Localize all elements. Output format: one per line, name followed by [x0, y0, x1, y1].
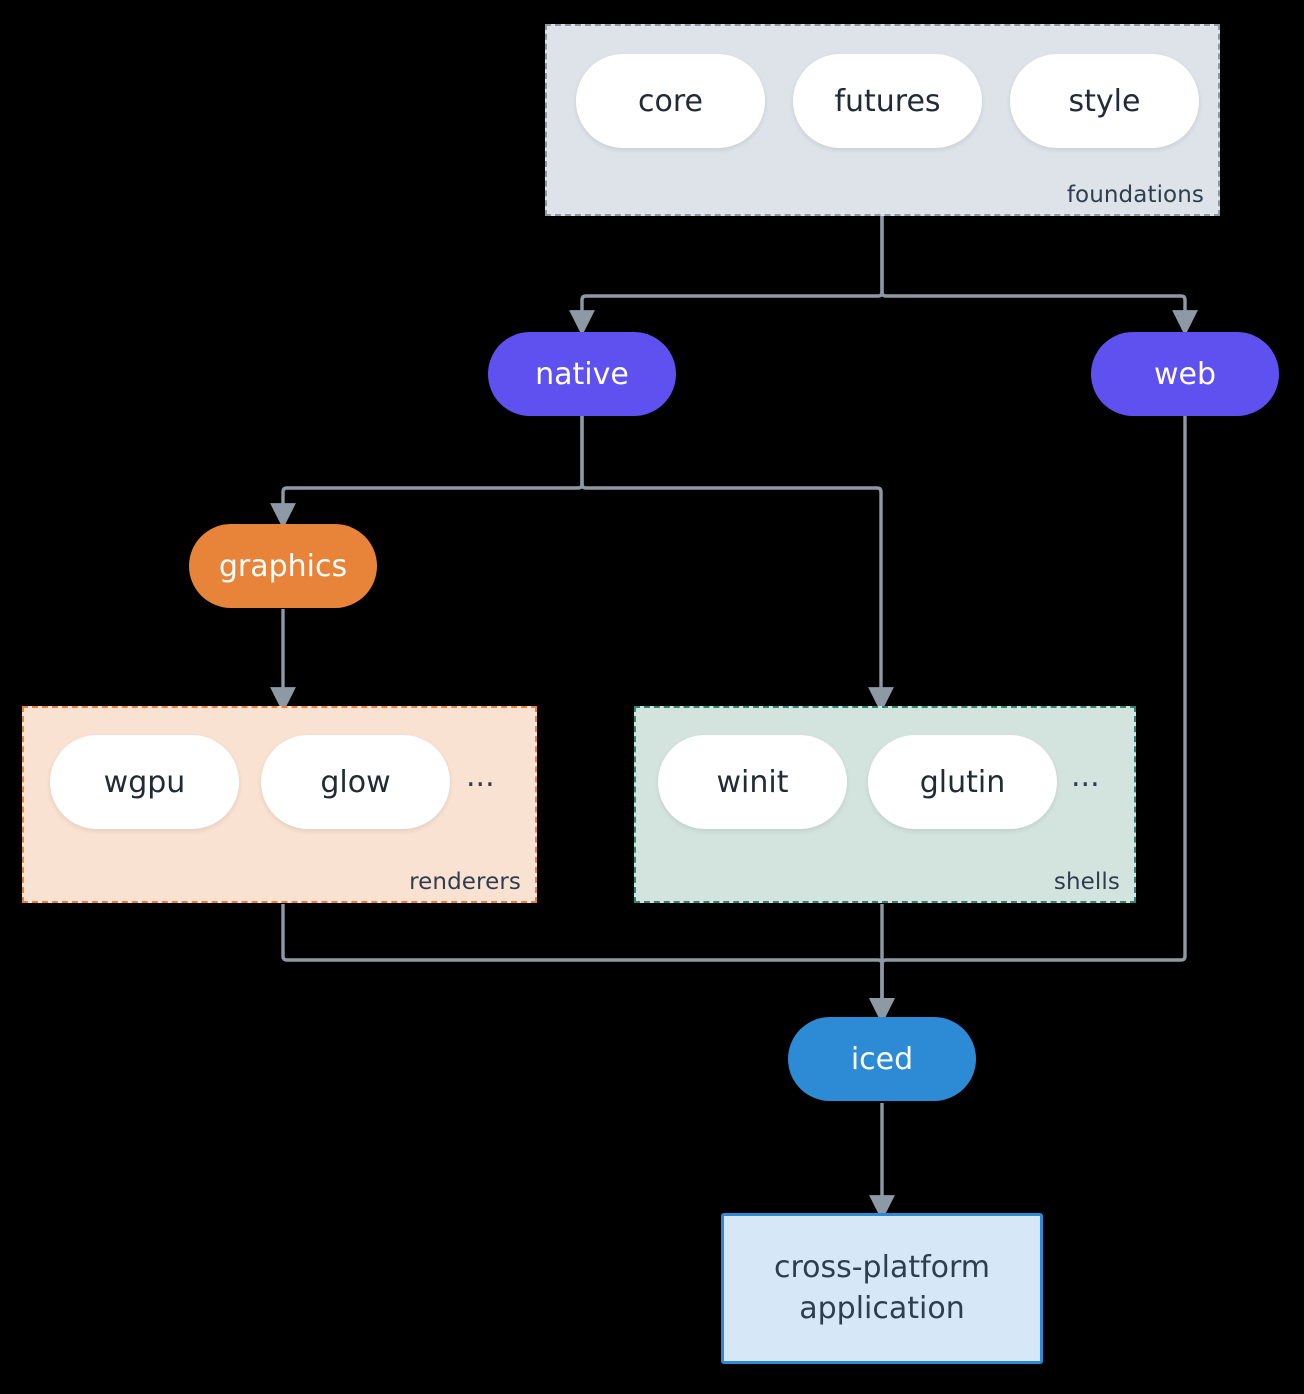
application-label-line1: cross-platform	[773, 1250, 991, 1285]
pill-futures[interactable]: futures	[793, 54, 982, 148]
pill-wgpu[interactable]: wgpu	[50, 735, 239, 829]
group-shells: winit glutin ... shells	[634, 706, 1136, 903]
pill-glow-label: glow	[320, 764, 391, 800]
renderers-pill-row: wgpu glow ...	[50, 735, 495, 829]
node-cross-platform-application[interactable]: cross-platform application	[721, 1213, 1043, 1364]
edge-foundations-to-native	[569, 216, 884, 336]
node-iced[interactable]: iced	[788, 1017, 976, 1101]
node-native-label: native	[535, 356, 629, 392]
node-iced-label: iced	[850, 1041, 914, 1077]
node-native[interactable]: native	[488, 332, 676, 416]
node-web[interactable]: web	[1091, 332, 1279, 416]
edge-native-to-shells	[580, 415, 894, 713]
pill-style-label: style	[1068, 83, 1141, 119]
pill-core[interactable]: core	[576, 54, 765, 148]
pill-winit-label: winit	[716, 764, 789, 800]
edge-foundations-to-web	[880, 216, 1198, 336]
group-label-renderers: renderers	[409, 869, 521, 895]
pill-glutin-label: glutin	[919, 764, 1006, 800]
pill-core-label: core	[638, 83, 703, 119]
group-renderers: wgpu glow ... renderers	[22, 706, 537, 903]
pill-futures-label: futures	[834, 83, 941, 119]
pill-glow[interactable]: glow	[261, 735, 450, 829]
renderers-more-ellipsis: ...	[466, 759, 495, 794]
node-graphics-label: graphics	[218, 548, 348, 584]
group-label-foundations: foundations	[1066, 182, 1204, 208]
foundations-pill-row: core futures style	[576, 54, 1199, 148]
application-label-line2: application	[799, 1290, 965, 1326]
group-foundations: core futures style foundations	[545, 24, 1220, 216]
edge-native-to-graphics	[270, 415, 584, 529]
node-graphics[interactable]: graphics	[189, 524, 377, 608]
pill-style[interactable]: style	[1010, 54, 1199, 148]
shells-more-ellipsis: ...	[1071, 759, 1100, 794]
edge-renderers-to-iced	[281, 904, 895, 1024]
pill-winit[interactable]: winit	[658, 735, 847, 829]
node-web-label: web	[1153, 356, 1217, 392]
application-label-block: cross-platform application	[774, 1248, 990, 1329]
shells-pill-row: winit glutin ...	[658, 735, 1100, 829]
pill-wgpu-label: wgpu	[103, 764, 186, 800]
group-label-shells: shells	[1053, 869, 1120, 895]
pill-glutin[interactable]: glutin	[868, 735, 1057, 829]
